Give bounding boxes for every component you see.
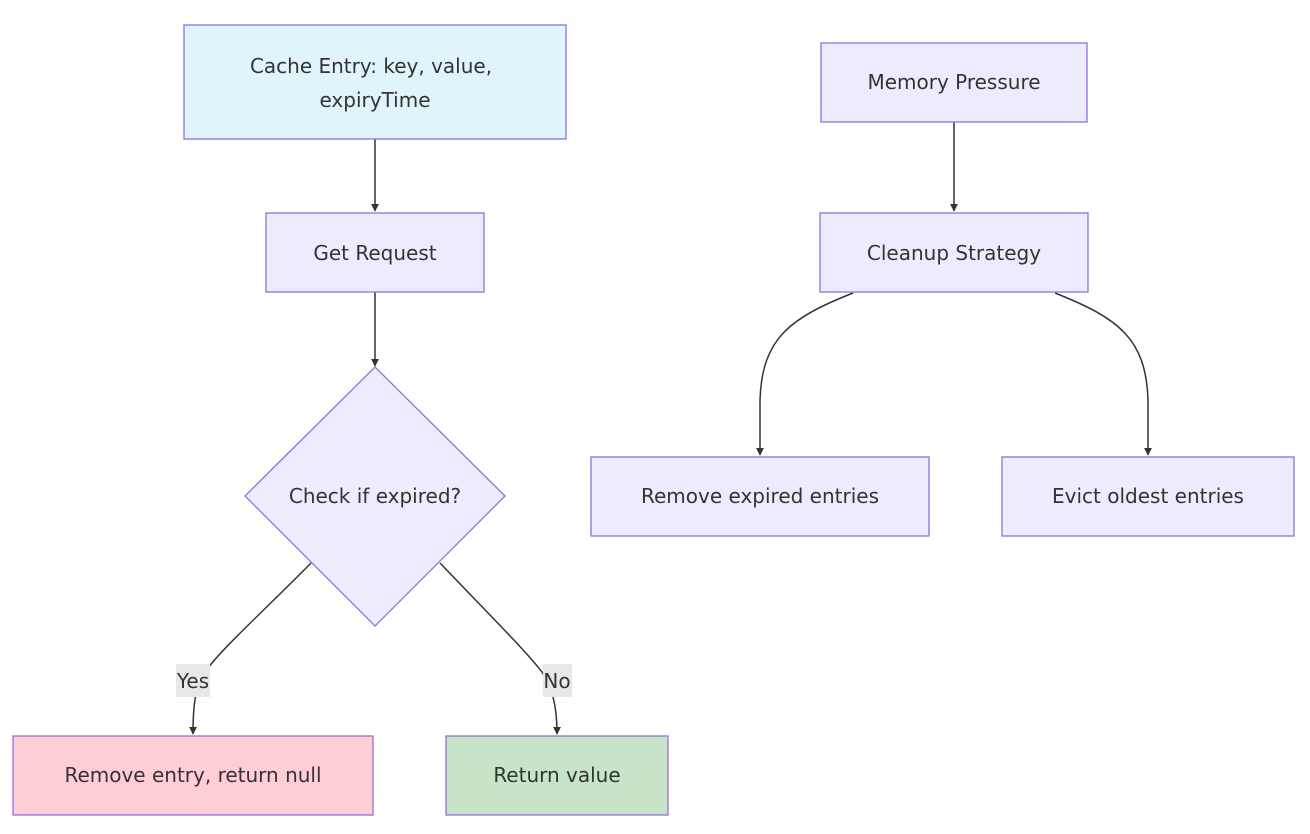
edge-cleanup-strategy-to-evict-oldest bbox=[1054, 292, 1152, 456]
node-cleanup-strategy: Cleanup Strategy bbox=[819, 212, 1089, 293]
node-memory-pressure-label: Memory Pressure bbox=[867, 70, 1040, 94]
edge-check-expired-to-return-value bbox=[439, 562, 561, 735]
node-remove-expired-label: Remove expired entries bbox=[641, 484, 879, 508]
node-cleanup-strategy-label: Cleanup Strategy bbox=[867, 241, 1041, 265]
node-remove-entry: Remove entry, return null bbox=[12, 735, 374, 816]
edge-label-yes-text: Yes bbox=[176, 669, 209, 693]
node-cache-entry-label-line1: Cache Entry: key, value, bbox=[250, 54, 492, 78]
node-check-expired-label: Check if expired? bbox=[289, 484, 461, 508]
node-evict-oldest: Evict oldest entries bbox=[1001, 456, 1295, 537]
node-return-value: Return value bbox=[445, 735, 669, 816]
node-return-value-label: Return value bbox=[493, 763, 620, 787]
node-evict-oldest-label: Evict oldest entries bbox=[1052, 484, 1244, 508]
node-cache-entry: Cache Entry: key, value, expiryTime bbox=[183, 24, 567, 140]
node-memory-pressure: Memory Pressure bbox=[820, 42, 1088, 123]
node-cache-entry-label-line2: expiryTime bbox=[319, 88, 430, 112]
node-check-expired: Check if expired? bbox=[244, 366, 506, 627]
edge-label-no-text: No bbox=[543, 669, 570, 693]
node-get-request-label: Get Request bbox=[313, 241, 436, 265]
edge-check-expired-to-remove-entry bbox=[189, 562, 312, 735]
edge-cleanup-strategy-to-remove-expired bbox=[756, 292, 854, 456]
edge-label-no: No bbox=[543, 664, 572, 697]
node-get-request: Get Request bbox=[265, 212, 485, 293]
node-remove-entry-label: Remove entry, return null bbox=[64, 763, 321, 787]
edge-label-yes: Yes bbox=[176, 664, 210, 697]
node-remove-expired: Remove expired entries bbox=[590, 456, 930, 537]
